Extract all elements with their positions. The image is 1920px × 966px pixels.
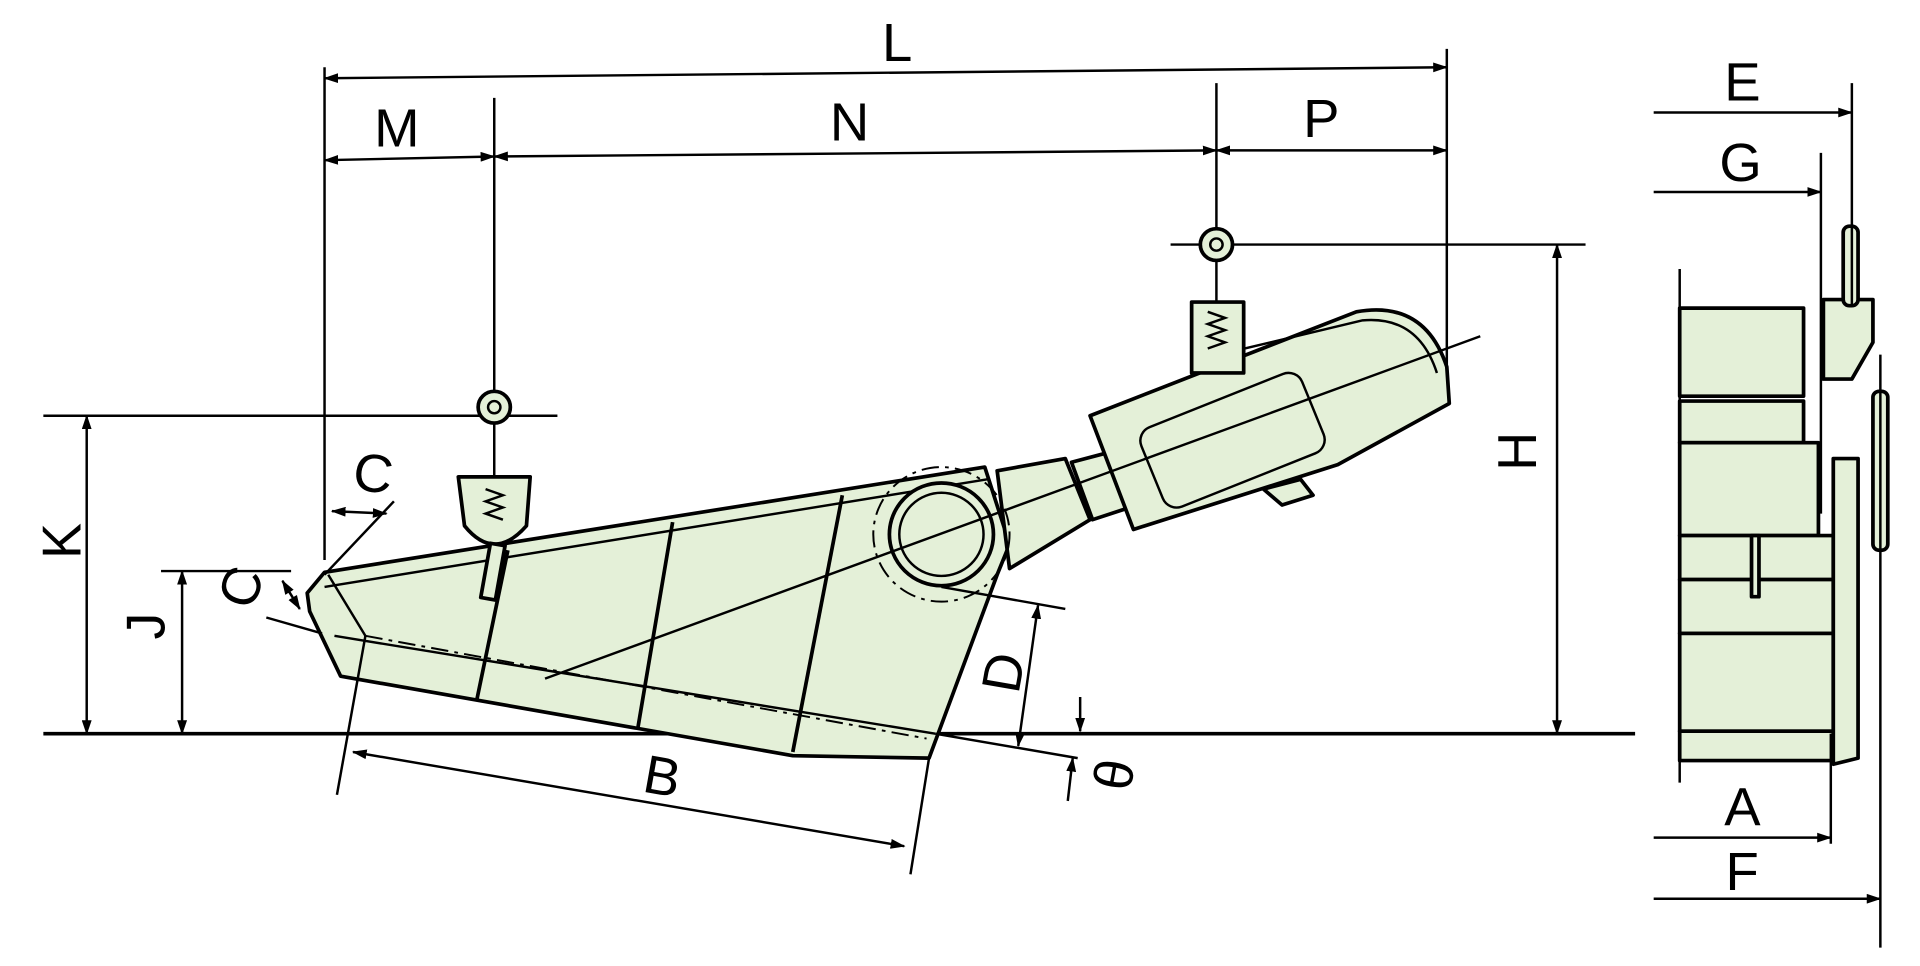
label-F: F bbox=[1726, 842, 1759, 902]
dimension-lines bbox=[81, 62, 1882, 904]
label-C-top: C bbox=[349, 442, 396, 506]
label-K: K bbox=[32, 523, 92, 559]
label-theta: θ bbox=[1082, 755, 1147, 795]
label-M: M bbox=[374, 99, 419, 159]
label-J: J bbox=[116, 613, 176, 640]
label-N: N bbox=[830, 93, 869, 153]
label-C-side: C bbox=[206, 559, 276, 616]
label-E: E bbox=[1724, 53, 1760, 113]
label-D: D bbox=[971, 648, 1037, 697]
right-suspension bbox=[1189, 226, 1246, 375]
label-G: G bbox=[1719, 133, 1761, 193]
side-view bbox=[1677, 83, 1890, 948]
label-A: A bbox=[1724, 778, 1760, 838]
label-L: L bbox=[882, 13, 912, 73]
dimension-labels: L M N P C C K J D B θ H E G A F bbox=[32, 13, 1762, 902]
vibrator-motor bbox=[544, 308, 1481, 680]
label-P: P bbox=[1303, 89, 1339, 149]
center-line bbox=[544, 335, 1481, 680]
label-B: B bbox=[639, 744, 685, 809]
left-suspension bbox=[456, 389, 533, 602]
trough-body bbox=[305, 450, 1132, 760]
label-H: H bbox=[1488, 432, 1548, 471]
